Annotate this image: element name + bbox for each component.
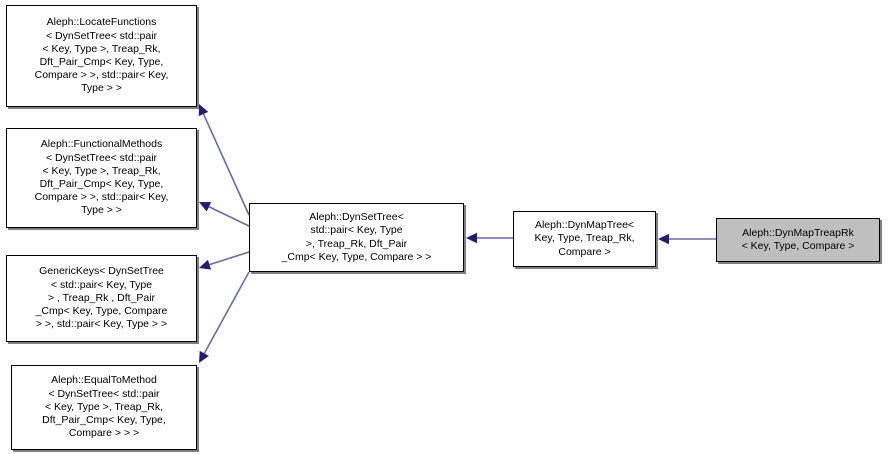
class-node-label: Aleph::DynMapTree< Key, Type, Treap_Rk, … (534, 219, 635, 258)
inheritance-edge (466, 232, 513, 244)
edge-arrowhead (199, 259, 212, 270)
class-node-generic-keys[interactable]: GenericKeys< DynSetTree < std::pair< Key… (6, 255, 197, 342)
edge-arrowhead (198, 104, 209, 117)
edge-arrowhead (466, 232, 477, 244)
class-node-label: Aleph::LocateFunctions < DynSetTree< std… (34, 16, 169, 95)
class-node-label: Aleph::DynMapTreapRk < Key, Type, Compar… (741, 226, 855, 252)
edge-line (208, 206, 250, 227)
class-node-label: Aleph::FunctionalMethods < DynSetTree< s… (34, 138, 169, 217)
edge-line (202, 113, 250, 216)
edge-line (209, 251, 250, 266)
inheritance-edge (199, 251, 250, 270)
class-node-label: GenericKeys< DynSetTree < std::pair< Key… (35, 265, 168, 331)
class-node-dyn-map-treap-rk[interactable]: Aleph::DynMapTreapRk < Key, Type, Compar… (716, 218, 880, 262)
inheritance-edge (199, 202, 250, 227)
edge-arrowhead (199, 350, 209, 363)
class-node-label: Aleph::DynSetTree< std::pair< Key, Type … (281, 211, 432, 263)
inheritance-edge (198, 104, 250, 216)
class-node-dyn-set-tree[interactable]: Aleph::DynSetTree< std::pair< Key, Type … (249, 203, 464, 272)
class-node-functional-methods[interactable]: Aleph::FunctionalMethods < DynSetTree< s… (6, 128, 197, 228)
edge-arrowhead (658, 233, 669, 245)
class-node-locate-functions[interactable]: Aleph::LocateFunctions < DynSetTree< std… (6, 5, 197, 107)
edge-line (203, 271, 250, 354)
inheritance-edge (199, 271, 250, 363)
class-node-label: Aleph::EqualToMethod < DynSetTree< std::… (42, 374, 166, 440)
class-node-dyn-map-tree[interactable]: Aleph::DynMapTree< Key, Type, Treap_Rk, … (513, 211, 656, 267)
inheritance-edge (658, 233, 716, 245)
class-node-equal-to-method[interactable]: Aleph::EqualToMethod < DynSetTree< std::… (11, 365, 197, 450)
edge-arrowhead (199, 202, 212, 212)
